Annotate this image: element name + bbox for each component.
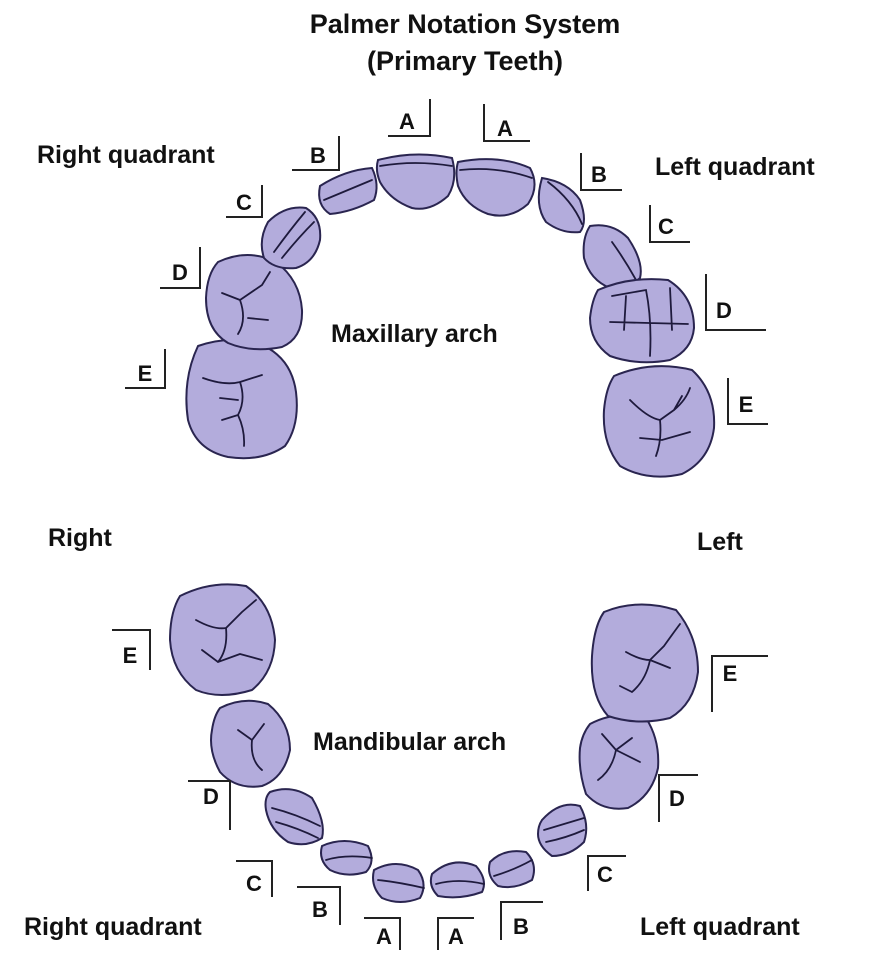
code-max-r-d: D: [172, 260, 188, 285]
tooth-mandibular-left-c: [538, 805, 586, 856]
lower-right-quadrant-label: Right quadrant: [24, 913, 202, 941]
maxillary-arch-label: Maxillary arch: [331, 320, 498, 348]
tooth-maxillary-right-a: [377, 154, 454, 208]
tooth-mandibular-right-d: [211, 701, 290, 787]
bracket-mand-l-e: [712, 656, 768, 712]
tooth-mandibular-left-d: [580, 715, 659, 809]
code-mand-r-c: C: [246, 871, 262, 896]
code-max-l-a: A: [497, 116, 513, 141]
code-max-l-e: E: [739, 392, 754, 417]
maxillary-teeth: [186, 154, 714, 476]
code-max-r-c: C: [236, 190, 252, 215]
tooth-mandibular-right-c: [266, 789, 323, 844]
tooth-mandibular-right-b: [321, 841, 372, 875]
tooth-maxillary-right-e: [186, 340, 296, 458]
middle-left-label: Left: [697, 528, 744, 556]
tooth-maxillary-right-c: [262, 208, 320, 269]
diagram-title-line1: Palmer Notation System: [310, 9, 621, 39]
upper-left-quadrant-label: Left quadrant: [655, 153, 815, 181]
code-mand-r-b: B: [312, 897, 328, 922]
code-mand-r-e: E: [123, 643, 138, 668]
code-max-l-c: C: [658, 214, 674, 239]
code-mand-l-c: C: [597, 862, 613, 887]
tooth-mandibular-left-e: [592, 604, 698, 721]
diagram-title-line2: (Primary Teeth): [367, 46, 563, 76]
lower-left-quadrant-label: Left quadrant: [640, 913, 800, 941]
upper-right-quadrant-label: Right quadrant: [37, 141, 215, 169]
bracket-max-l-d: [706, 274, 766, 330]
middle-right-label: Right: [48, 524, 113, 552]
code-mand-l-a: A: [448, 924, 464, 949]
code-max-l-d: D: [716, 298, 732, 323]
code-max-r-a: A: [399, 109, 415, 134]
tooth-maxillary-right-b: [319, 168, 376, 214]
tooth-maxillary-left-d: [590, 279, 694, 362]
mandibular-arch-label: Mandibular arch: [313, 728, 506, 756]
tooth-mandibular-left-a: [431, 862, 484, 897]
code-mand-l-d: D: [669, 786, 685, 811]
code-mand-l-b: B: [513, 914, 529, 939]
tooth-maxillary-left-e: [604, 366, 714, 477]
code-mand-l-e: E: [723, 661, 738, 686]
code-max-l-b: B: [591, 162, 607, 187]
code-mand-r-a: A: [376, 924, 392, 949]
tooth-maxillary-left-a: [457, 159, 535, 216]
code-max-r-e: E: [138, 361, 153, 386]
tooth-maxillary-left-b: [539, 178, 584, 232]
code-max-r-b: B: [310, 143, 326, 168]
code-mand-r-d: D: [203, 784, 219, 809]
tooth-mandibular-right-e: [170, 584, 275, 695]
tooth-mandibular-left-b: [489, 851, 534, 887]
tooth-maxillary-left-c: [584, 225, 641, 288]
tooth-mandibular-right-a: [373, 864, 424, 902]
